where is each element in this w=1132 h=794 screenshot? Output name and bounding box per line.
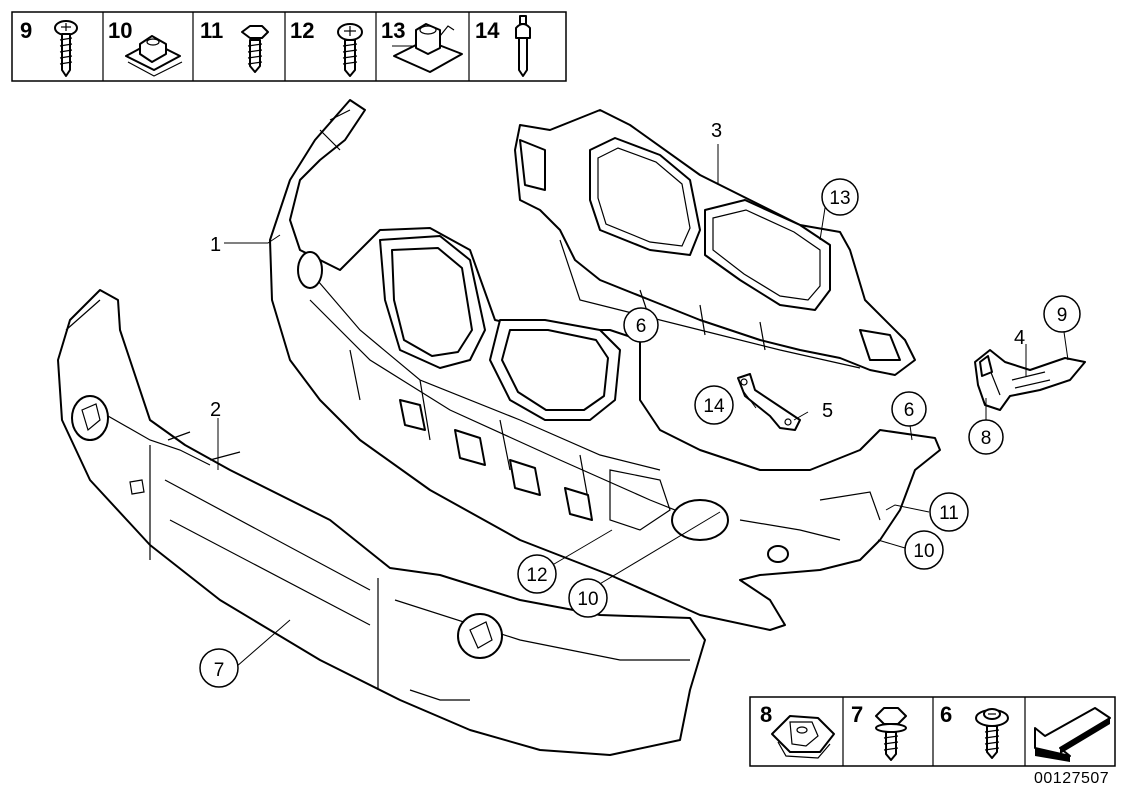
callout-11: 11 xyxy=(939,503,959,524)
part-number-4: 4 xyxy=(1014,327,1025,349)
grille-support xyxy=(514,109,916,376)
callout-10-left: 10 xyxy=(577,589,598,610)
callout-6: 6 xyxy=(636,316,647,337)
callout-14: 14 xyxy=(703,396,725,417)
document-id: 00127507 xyxy=(1034,770,1110,787)
callouts: 6 6 7 8 9 10 10 11 12 13 14 xyxy=(199,178,1081,688)
arrow-icon xyxy=(1034,707,1111,762)
callout-6-right: 6 xyxy=(904,400,915,421)
bumper-trim-panel xyxy=(57,289,706,756)
legend-number-6: 6 xyxy=(940,702,952,727)
callout-10-right: 10 xyxy=(913,541,934,562)
legend-number-7: 7 xyxy=(851,702,863,727)
nut-clip-icon xyxy=(392,23,463,73)
part-number-5: 5 xyxy=(822,400,833,422)
part-number-2: 2 xyxy=(210,399,221,421)
legend-number-12: 12 xyxy=(290,18,314,43)
callout-8: 8 xyxy=(981,428,992,449)
legend-number-8: 8 xyxy=(760,702,772,727)
expanding-rivet-icon xyxy=(515,15,531,77)
oval-head-screw-icon xyxy=(337,23,363,77)
part-numbers: 1 2 3 4 5 xyxy=(210,120,1025,422)
part-number-1: 1 xyxy=(210,234,221,256)
callout-13: 13 xyxy=(829,188,850,209)
legend-number-14: 14 xyxy=(475,18,500,43)
callout-7: 7 xyxy=(214,660,225,681)
legend-number-13: 13 xyxy=(381,18,405,43)
callout-12: 12 xyxy=(526,565,547,586)
washer-screw-icon xyxy=(975,708,1009,759)
spring-nut-icon xyxy=(771,715,835,759)
mounting-bracket xyxy=(737,373,801,431)
legend-number-10: 10 xyxy=(108,18,132,43)
top-legend-box: 9 10 11 12 13 14 xyxy=(11,11,567,82)
callout-9: 9 xyxy=(1057,305,1068,326)
bottom-legend-box: 8 7 6 xyxy=(749,696,1116,767)
clip-nut-icon xyxy=(125,35,183,77)
hex-collar-screw-icon xyxy=(241,25,269,73)
pan-head-screw-icon xyxy=(54,20,78,77)
bumper-carrier xyxy=(269,99,941,631)
hex-screw-icon xyxy=(875,707,907,761)
part-number-3: 3 xyxy=(711,120,722,142)
side-bracket xyxy=(974,349,1086,411)
legend-number-11: 11 xyxy=(200,18,223,43)
legend-number-9: 9 xyxy=(20,18,32,43)
